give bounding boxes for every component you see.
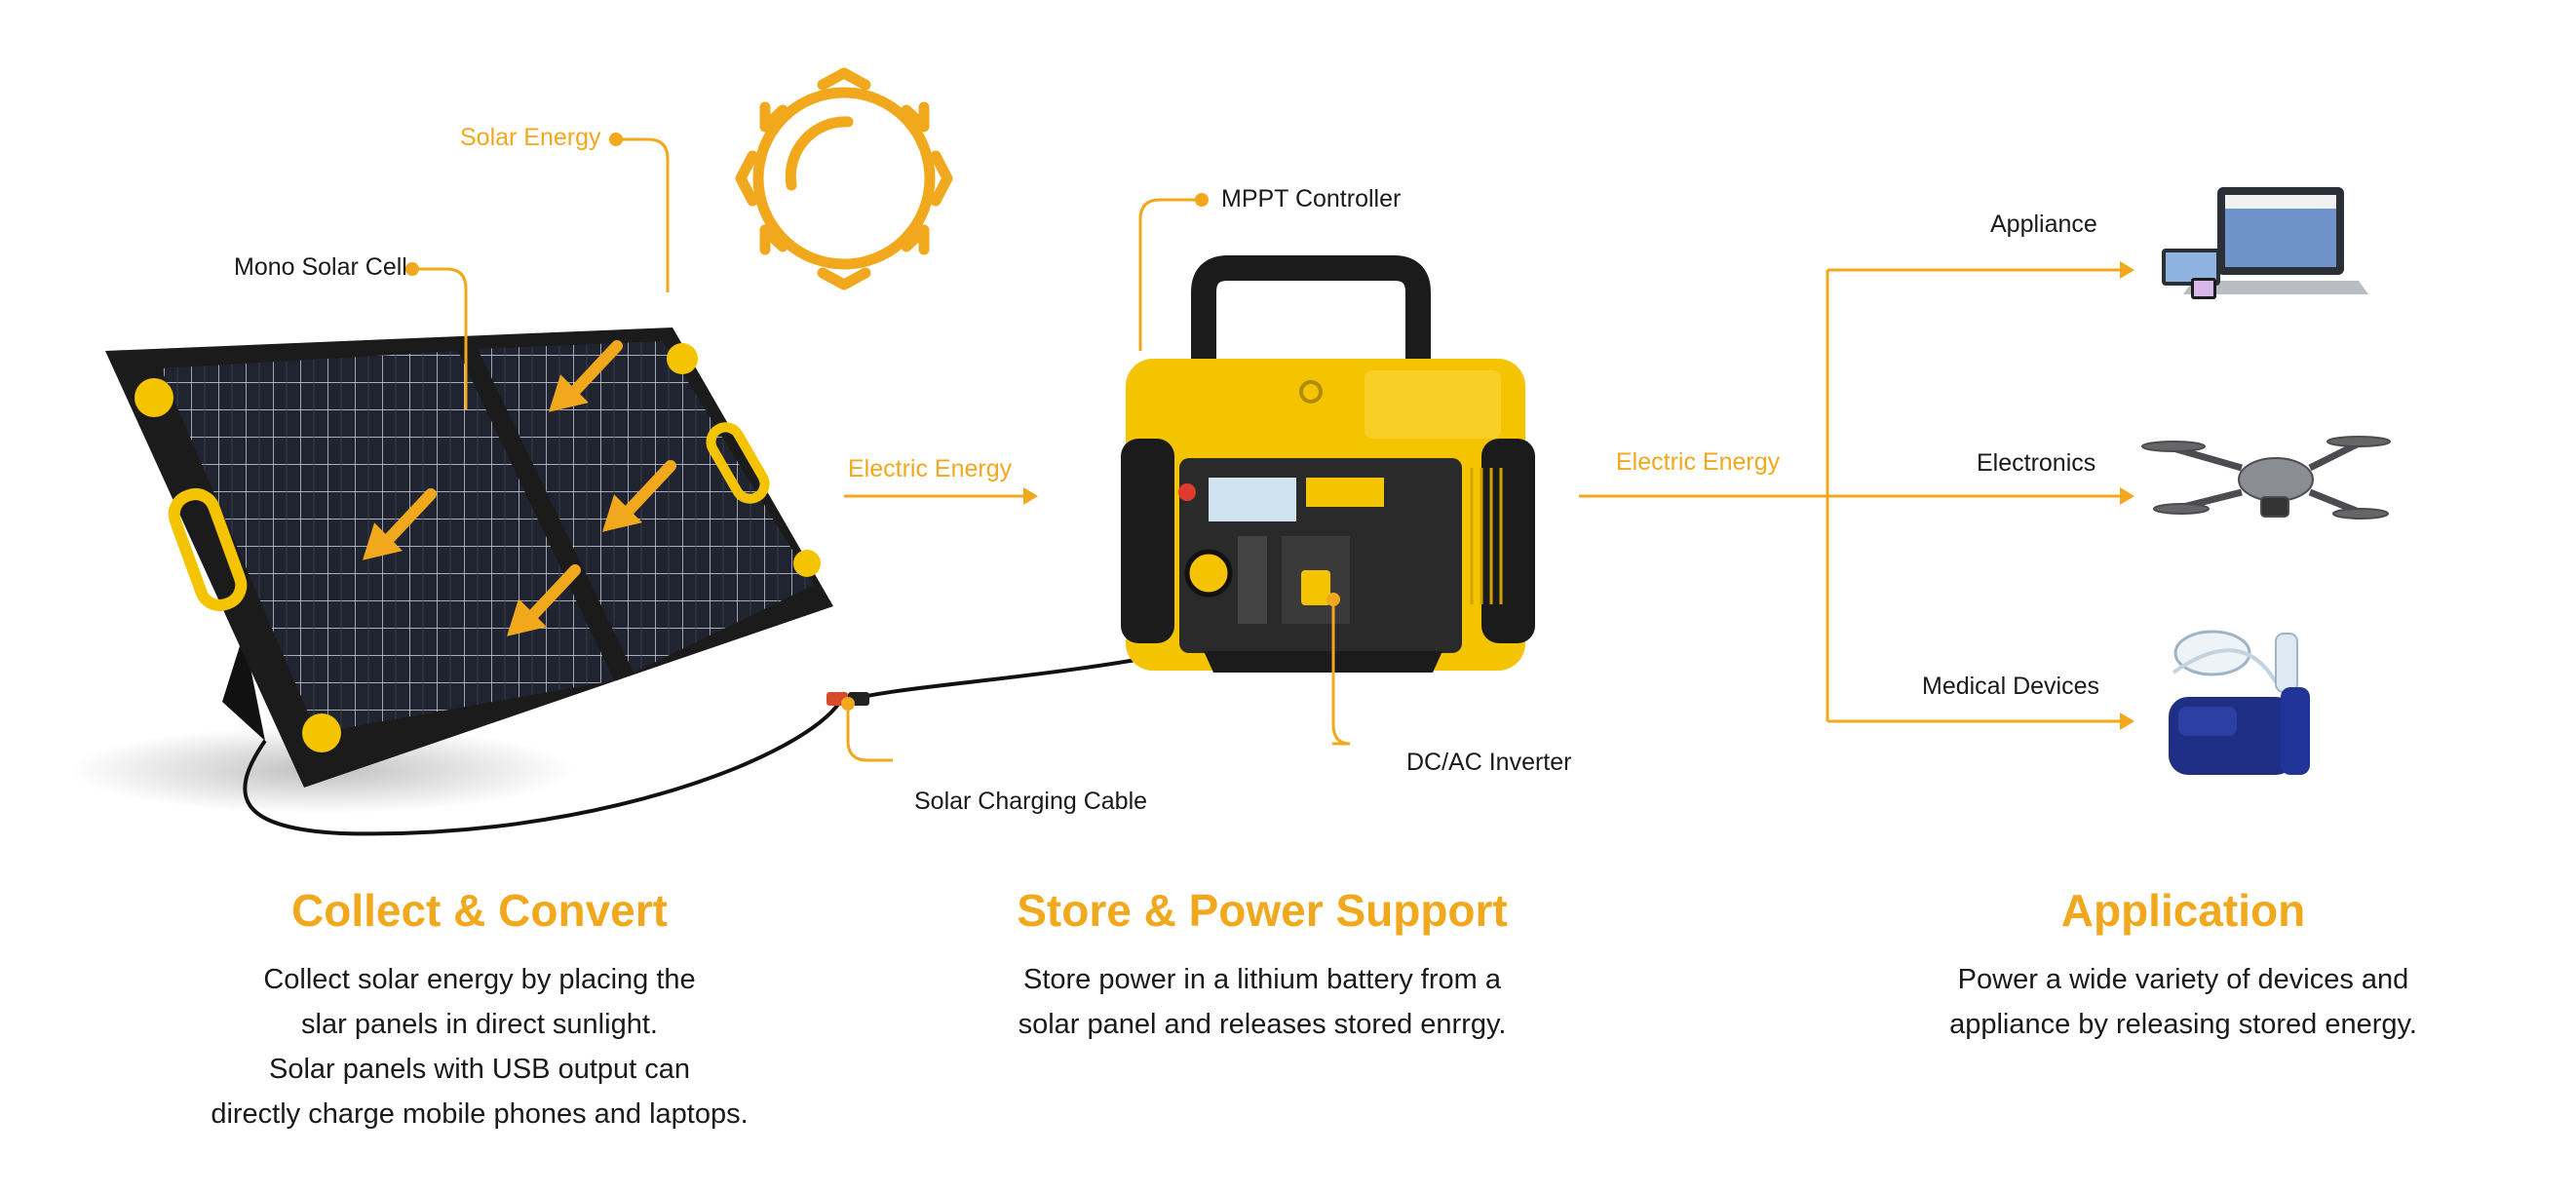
collect-convert-title: Collect & Convert <box>291 885 668 936</box>
electronics-label: Electronics <box>1977 449 2096 477</box>
solar-charging-cable-label: Solar Charging Cable <box>914 788 1148 815</box>
mono-solar-cell-label: Mono Solar Cell <box>234 253 407 281</box>
collect-line-4: directly charge mobile phones and laptop… <box>211 1098 749 1130</box>
store-line-1: Store power in a lithium battery from a <box>1023 964 1501 995</box>
store-power-title: Store & Power Support <box>1017 885 1508 936</box>
solar-energy-label: Solar Energy <box>460 124 601 151</box>
application-line-1: Power a wide variety of devices and <box>1957 964 2409 995</box>
sun-icon <box>735 67 953 290</box>
store-line-2: solar panel and releases stored enrrgy. <box>1018 1009 1507 1040</box>
dc-ac-inverter-label: DC/AC Inverter <box>1406 749 1572 776</box>
drone-image <box>2141 436 2391 520</box>
application-title: Application <box>2060 885 2306 936</box>
solar-panel-image <box>68 327 833 814</box>
electric-energy-left-label: Electric Energy <box>848 455 1013 482</box>
collect-line-2: slar panels in direct sunlight. <box>301 1009 658 1040</box>
power-station-image <box>1121 255 1535 673</box>
nebulizer-image <box>2169 630 2310 775</box>
store-power-text: Store power in a lithium battery from a … <box>872 957 1652 1047</box>
electric-energy-right-label: Electric Energy <box>1616 448 1781 476</box>
collect-line-3: Solar panels with USB output can <box>268 1054 691 1085</box>
medical-devices-label: Medical Devices <box>1922 673 2100 700</box>
application-line-2: appliance by releasing stored energy. <box>1949 1009 2417 1040</box>
collect-line-1: Collect solar energy by placing the <box>263 964 696 995</box>
laptop-phone-tablet-image <box>2162 187 2368 299</box>
collect-convert-text: Collect solar energy by placing the slar… <box>90 957 869 1136</box>
appliance-label: Appliance <box>1990 211 2097 238</box>
mppt-controller-label: MPPT Controller <box>1221 185 1402 212</box>
application-text: Power a wide variety of devices and appl… <box>1793 957 2573 1047</box>
